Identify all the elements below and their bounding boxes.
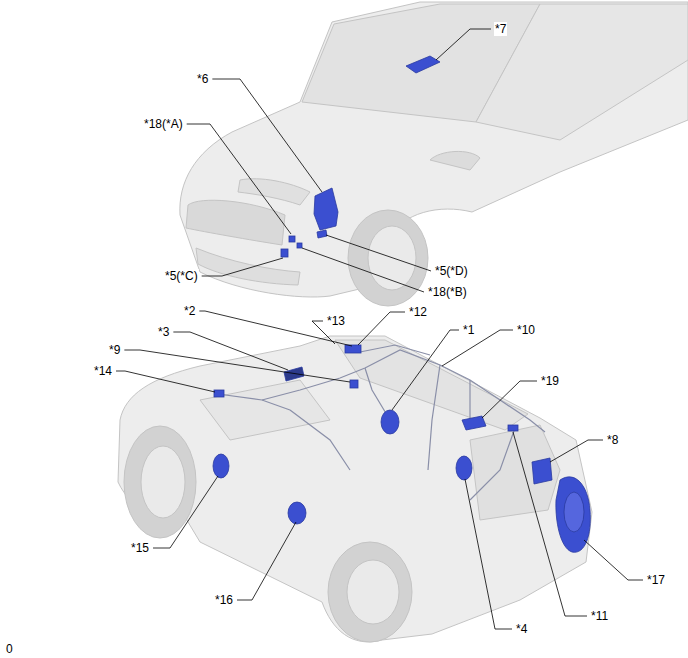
callout-number: *6	[196, 72, 209, 86]
front-vehicle	[180, 2, 688, 306]
leader-line	[442, 330, 513, 366]
callout-number: *10	[516, 323, 536, 337]
leader-line	[513, 432, 587, 616]
callout-number: *8	[606, 433, 619, 447]
leader-line	[212, 79, 322, 192]
leader-line	[202, 258, 283, 276]
callout-number: *3	[157, 325, 170, 339]
front-components	[281, 56, 440, 257]
callout-number: *7	[494, 22, 507, 36]
leader-line	[482, 381, 537, 418]
wire-harness	[218, 345, 545, 500]
callout-number: *18(*A)	[143, 117, 184, 131]
leader-line	[124, 350, 350, 382]
callout-number: *19	[540, 374, 560, 388]
callout-number: *13	[326, 314, 346, 328]
callout-number: *12	[408, 305, 428, 319]
leader-line	[358, 312, 405, 345]
leader-line	[436, 29, 491, 60]
callout-number: *5(*D)	[434, 264, 469, 278]
rear-components	[213, 345, 590, 552]
leader-line	[584, 540, 643, 580]
leader-line	[237, 522, 296, 600]
callout-number: *14	[93, 364, 113, 378]
leader-line	[199, 311, 352, 346]
leader-line	[153, 476, 218, 548]
callout-number: *1	[462, 323, 475, 337]
leader-line	[187, 124, 291, 234]
leader-line	[173, 332, 288, 370]
leader-line	[392, 330, 459, 410]
leader-line	[550, 440, 603, 462]
callout-number: *15	[130, 541, 150, 555]
callout-number: *11	[590, 609, 609, 623]
callout-number: *17	[646, 573, 666, 587]
callout-number: *16	[214, 593, 234, 607]
rear-vehicle	[118, 336, 592, 642]
callout-number: *9	[108, 343, 121, 357]
figure-number: 0	[5, 642, 14, 656]
callout-number: *18(*B)	[427, 285, 468, 299]
callout-number: *5(*C)	[164, 269, 199, 283]
leader-line	[116, 371, 215, 392]
leader-line	[302, 248, 424, 292]
callout-number: *2	[183, 304, 196, 318]
leader-line	[326, 235, 431, 271]
callout-number: *4	[515, 622, 528, 636]
leader-line	[465, 479, 512, 629]
